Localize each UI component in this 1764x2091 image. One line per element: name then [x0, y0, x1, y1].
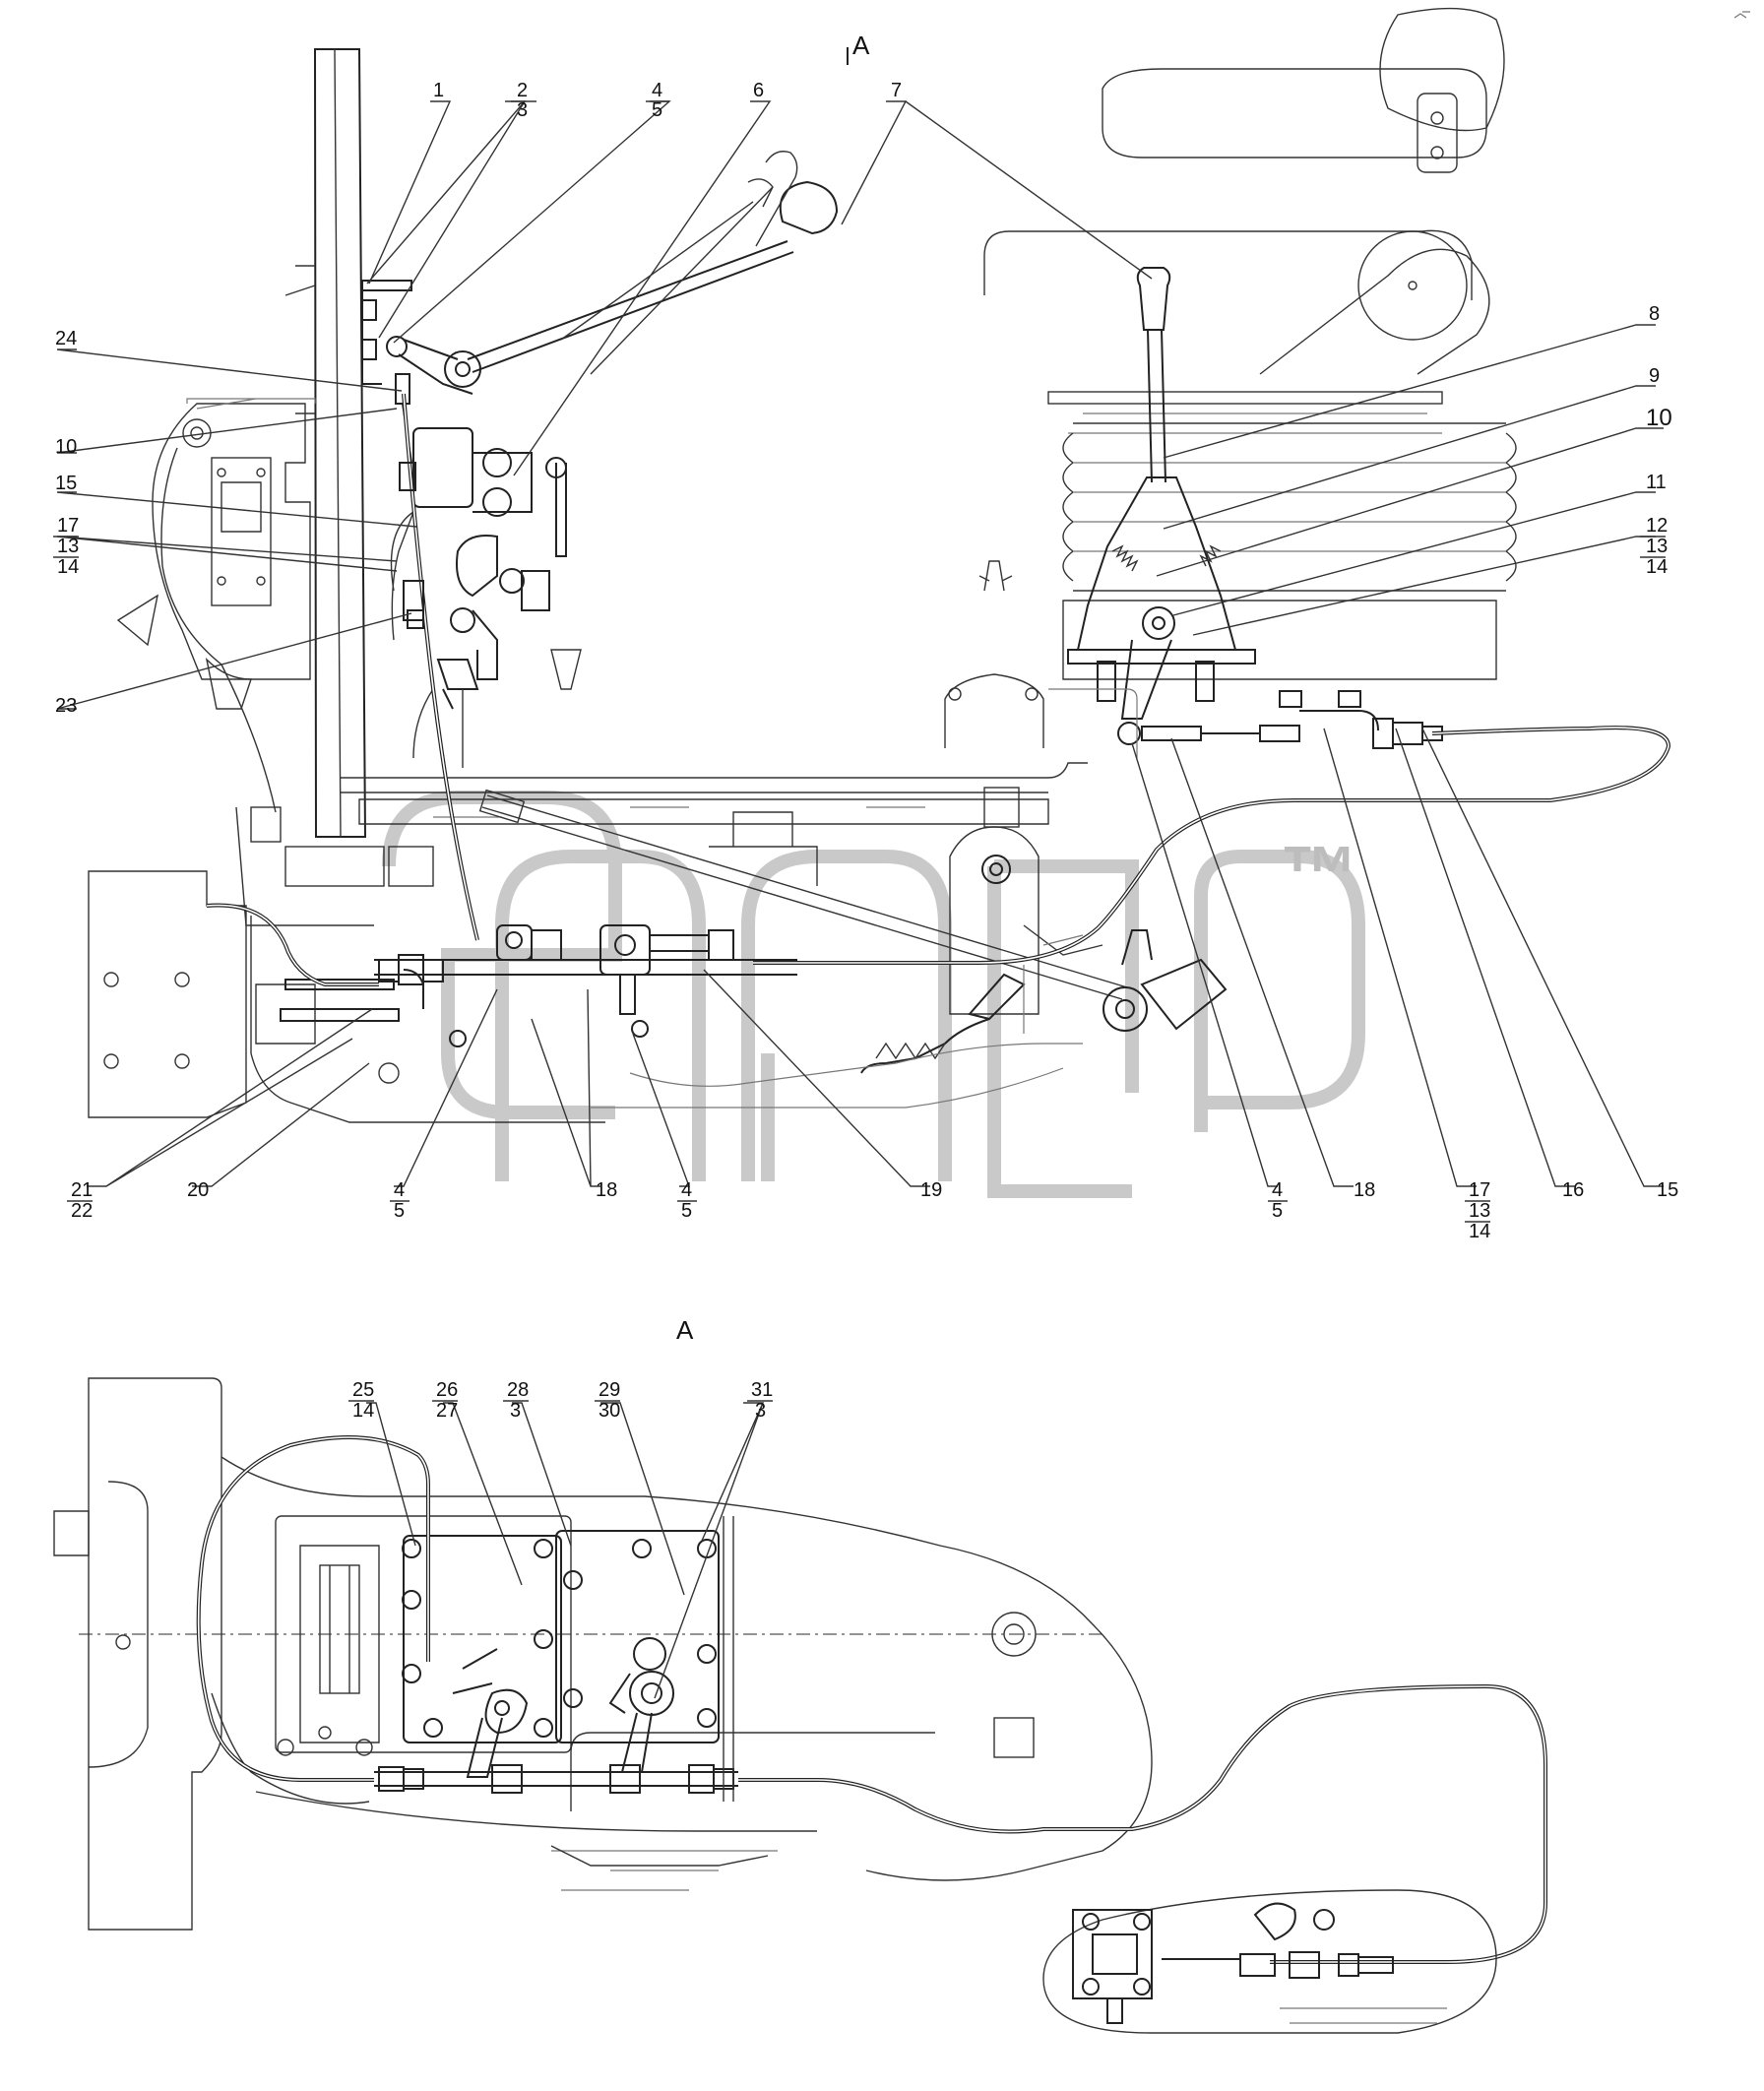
callout-10-left: 10 — [55, 436, 77, 458]
main-frame — [235, 762, 1088, 926]
view-a: A — [53, 1315, 1547, 2034]
callout-15-left: 15 — [55, 473, 77, 494]
callout-15: 15 — [1657, 1179, 1678, 1201]
callout-31: 31 — [751, 1379, 773, 1401]
callout-14: 14 — [1469, 1221, 1490, 1242]
callout-5-a: 5 — [394, 1200, 405, 1222]
callout-10-right: 10 — [1646, 405, 1672, 431]
callout-19: 19 — [920, 1179, 942, 1201]
callouts-view-a: 25 14 26 27 28 3 29 30 31 3 — [348, 1379, 773, 1422]
callout-23: 23 — [55, 695, 77, 717]
callout-13: 13 — [1469, 1200, 1490, 1222]
section-mark-a: A — [847, 31, 870, 65]
callout-3-view-a-2: 3 — [755, 1400, 766, 1422]
callout-9: 9 — [1649, 365, 1660, 387]
distributor-block — [390, 427, 582, 768]
callout-18-a: 18 — [596, 1179, 617, 1201]
callout-4-b: 4 — [681, 1179, 692, 1201]
callouts-main: 1 2 3 4 5 6 7 8 9 10 11 12 13 14 24 10 1… — [53, 80, 1678, 1242]
callout-11: 11 — [1646, 472, 1667, 493]
callout-17-left: 17 — [57, 515, 79, 537]
gearbox-center — [709, 787, 1103, 1015]
operator-seat — [983, 7, 1505, 434]
callout-3: 3 — [517, 99, 528, 121]
callout-17: 17 — [1469, 1179, 1490, 1201]
watermark: ™ — [382, 791, 1365, 1198]
callout-24: 24 — [55, 328, 77, 349]
transmission-left — [88, 870, 1083, 1123]
callout-14-view-a: 14 — [352, 1400, 374, 1422]
steering-column — [284, 48, 367, 838]
callout-21: 21 — [71, 1179, 93, 1201]
callout-30: 30 — [598, 1400, 620, 1422]
callout-5-c: 5 — [1272, 1200, 1283, 1222]
callout-25: 25 — [352, 1379, 374, 1401]
main-cable — [206, 726, 1671, 986]
shaft-assembly — [280, 924, 797, 1047]
leaders-main — [56, 100, 1664, 1187]
callout-28: 28 — [507, 1379, 529, 1401]
callout-22: 22 — [71, 1200, 93, 1222]
diagonal-rod — [478, 789, 1128, 1000]
callout-1: 1 — [433, 80, 444, 101]
callout-6: 6 — [753, 80, 764, 101]
callout-12: 12 — [1646, 515, 1668, 537]
callout-4-c: 4 — [1272, 1179, 1283, 1201]
callout-4: 4 — [652, 80, 662, 101]
vertical-cable — [399, 393, 479, 941]
callout-20: 20 — [187, 1179, 209, 1201]
callout-13-right: 13 — [1646, 536, 1668, 557]
right-shift-lever — [1067, 267, 1443, 749]
callout-18-b: 18 — [1354, 1179, 1375, 1201]
callout-14-right: 14 — [1646, 556, 1668, 578]
valve-assembly — [860, 929, 1228, 1074]
callout-16: 16 — [1562, 1179, 1584, 1201]
cover-bolts — [402, 1539, 717, 1738]
callout-2: 2 — [517, 80, 528, 101]
bellows — [1062, 422, 1517, 680]
callout-5-b: 5 — [681, 1200, 692, 1222]
view-a-label: A — [676, 1315, 694, 1345]
callout-8: 8 — [1649, 303, 1660, 325]
callout-26: 26 — [436, 1379, 458, 1401]
corner-mark — [1733, 11, 1750, 19]
callout-14-left: 14 — [57, 556, 79, 578]
callout-29: 29 — [598, 1379, 620, 1401]
engine-housing-left — [116, 398, 316, 813]
callout-5: 5 — [652, 99, 662, 121]
trademark-symbol: ™ — [1280, 830, 1358, 918]
small-control-lever — [944, 560, 1138, 758]
side-view — [88, 7, 1671, 1123]
callout-3-view-a: 3 — [510, 1400, 521, 1422]
leaders-view-a — [366, 1402, 765, 1699]
callout-4-a: 4 — [394, 1179, 405, 1201]
callout-7: 7 — [891, 80, 902, 101]
section-mark-label: A — [852, 31, 870, 60]
callout-27: 27 — [436, 1400, 458, 1422]
callout-13-left: 13 — [57, 536, 79, 557]
